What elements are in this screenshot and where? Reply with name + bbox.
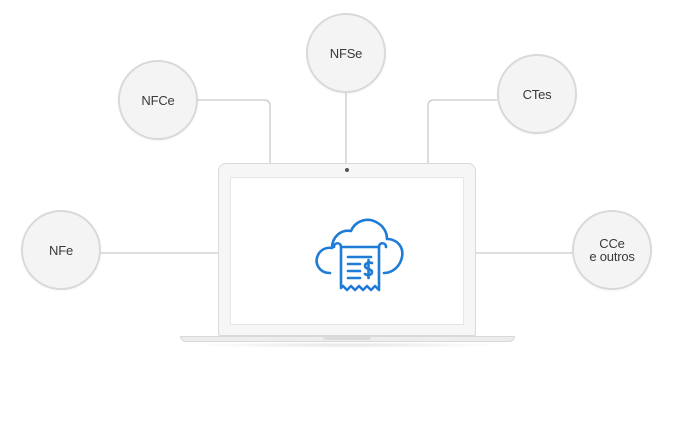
node-ctes-label: CTes bbox=[522, 86, 552, 102]
cloud-receipt-dollar-icon bbox=[315, 218, 404, 292]
laptop-shadow bbox=[190, 342, 505, 348]
laptop-camera bbox=[345, 168, 349, 172]
laptop-screen bbox=[230, 177, 464, 325]
node-nfe-label: NFe bbox=[49, 242, 73, 258]
node-nfse: NFSe bbox=[306, 13, 386, 93]
laptop-icon bbox=[218, 163, 476, 336]
node-nfce-label: NFCe bbox=[141, 92, 175, 108]
laptop-base-notch bbox=[323, 337, 371, 340]
node-ctes: CTes bbox=[497, 54, 577, 134]
connector-ctes bbox=[427, 99, 497, 163]
connector-nfce bbox=[198, 99, 271, 163]
node-nfe: NFe bbox=[21, 210, 101, 290]
node-nfse-label: NFSe bbox=[329, 45, 363, 61]
node-nfce: NFCe bbox=[118, 60, 198, 140]
node-cce-label-line1: CCe bbox=[599, 236, 625, 251]
node-cce: CCe e outros bbox=[572, 210, 652, 290]
node-cce-label-line2: e outros bbox=[589, 249, 635, 264]
